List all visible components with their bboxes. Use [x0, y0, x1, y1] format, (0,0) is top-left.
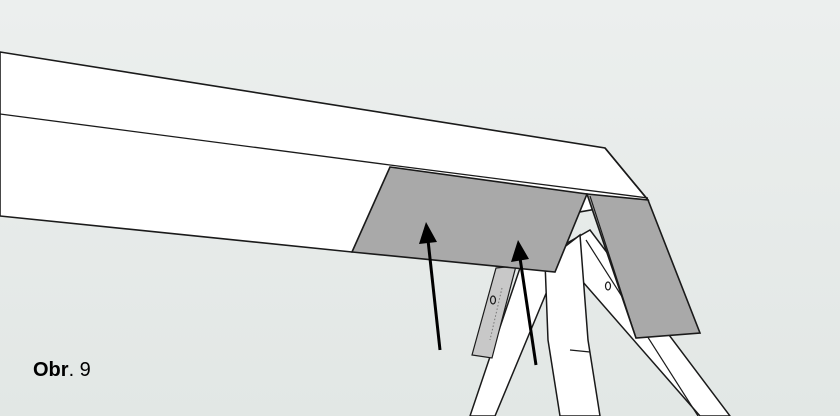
side-bracket-bolt: [604, 281, 612, 291]
cross-brace: [569, 349, 591, 353]
front-bracket: [350, 166, 589, 273]
arrow-left: [419, 222, 442, 351]
figure-caption: Obr. 9: [33, 358, 91, 382]
side-bracket-fold: [589, 195, 637, 339]
side-bracket: [585, 193, 702, 339]
strip-bolt: [489, 295, 497, 305]
top-beam-edge-right: [389, 164, 649, 199]
caption-suffix: . 9: [68, 359, 91, 381]
left-leg-front: [544, 233, 601, 416]
top-beam-edge: [0, 113, 391, 166]
caption-prefix: Obr: [33, 359, 69, 381]
top-beam-corner: [604, 147, 649, 201]
arrow-right: [511, 240, 538, 366]
